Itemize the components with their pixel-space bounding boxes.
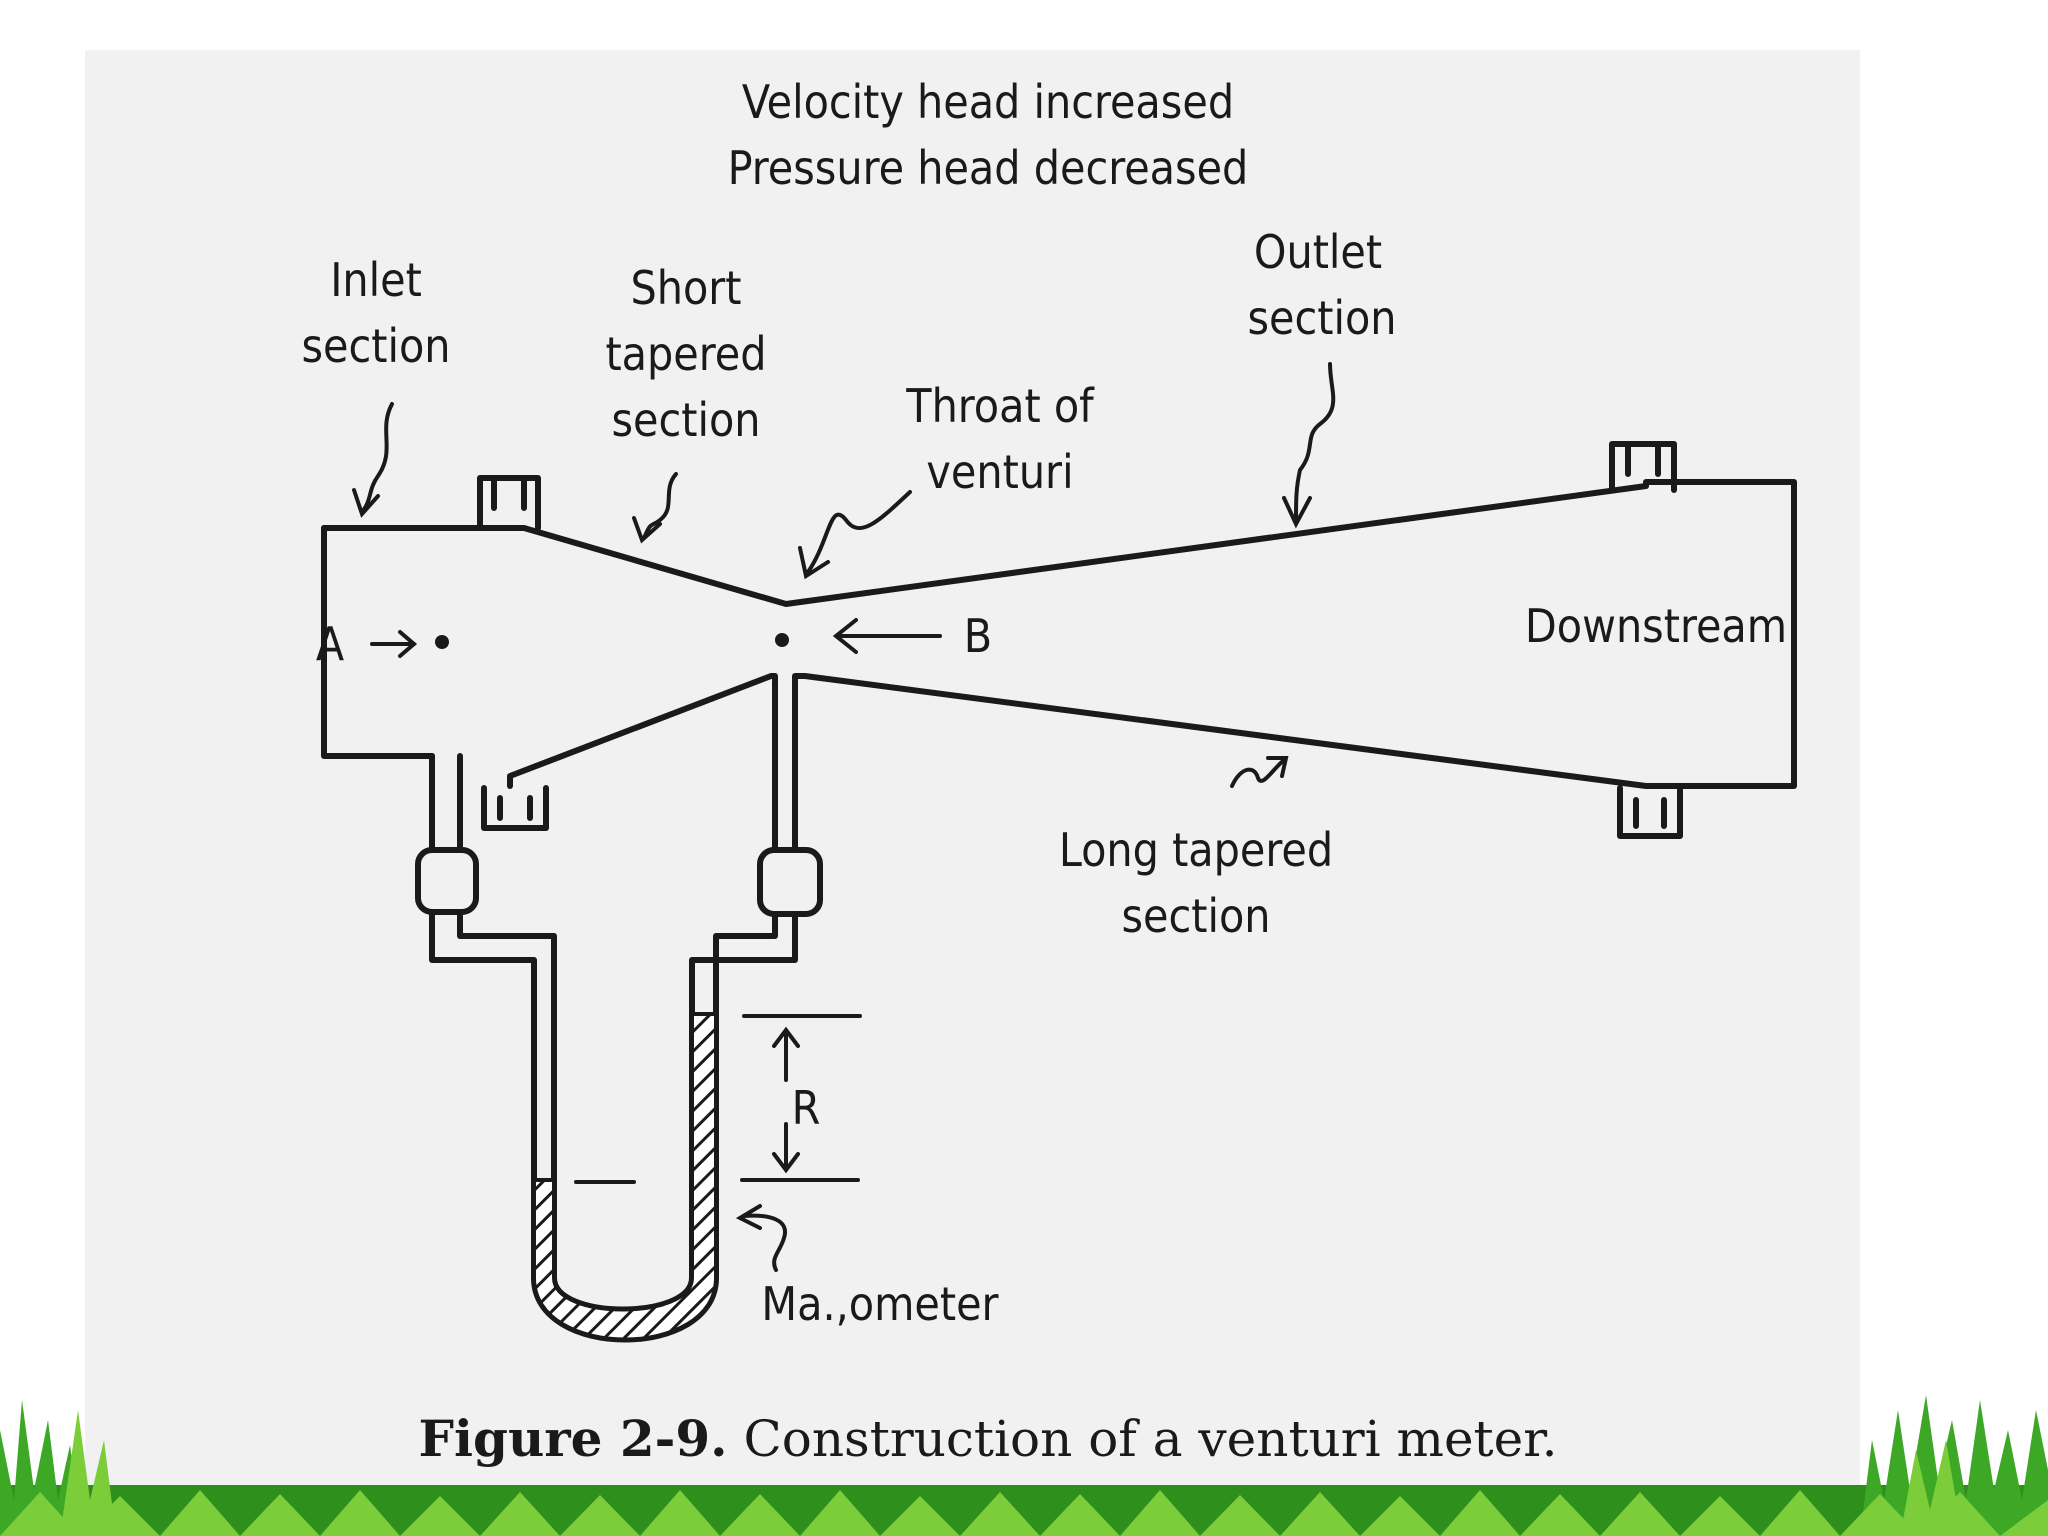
short-tapered-pointer-icon <box>632 472 678 544</box>
r-label: R <box>792 1081 821 1135</box>
throat-label-line1: Throat of <box>905 379 1095 433</box>
manometer <box>415 753 823 1343</box>
grass-decoration <box>0 1395 2048 1536</box>
manometer-pointer-icon <box>735 1204 788 1272</box>
outlet-pointer-icon <box>1282 362 1336 529</box>
figure-number: Figure 2-9. <box>418 1409 727 1468</box>
paper-background <box>85 50 1860 1485</box>
manometer-label: Ma.,ometer <box>761 1277 999 1331</box>
figure-caption: Figure 2-9. Construction of a venturi me… <box>418 1409 1557 1468</box>
long-tapered-pointer-icon <box>1230 756 1289 788</box>
short-tapered-label-line1: Short <box>630 261 741 315</box>
arrow-a-icon <box>370 630 418 658</box>
outlet-label-line2: section <box>1247 291 1396 345</box>
r-dimension <box>740 1014 862 1182</box>
velocity-label: Velocity head increased <box>742 75 1234 129</box>
long-tapered-label-line1: Long tapered <box>1059 823 1333 877</box>
downstream-label: Downstream <box>1525 599 1787 653</box>
point-b-dot <box>775 633 789 647</box>
throat-label-line2: venturi <box>926 445 1073 499</box>
pressure-label: Pressure head decreased <box>728 141 1249 195</box>
manometer-fluid <box>532 1012 718 1342</box>
point-a-dot <box>435 635 449 649</box>
long-tapered-label-line2: section <box>1121 889 1270 943</box>
short-tapered-label-line3: section <box>611 393 760 447</box>
inlet-label-line1: Inlet <box>330 253 422 307</box>
point-b-label: B <box>964 609 992 663</box>
throat-pointer-icon <box>798 490 912 580</box>
point-a-label: A <box>316 617 344 671</box>
inlet-label-line2: section <box>301 319 450 373</box>
figure-caption-text: Construction of a venturi meter. <box>744 1410 1558 1468</box>
outlet-label-line1: Outlet <box>1254 225 1382 279</box>
venturi-body <box>321 441 1797 839</box>
arrow-b-icon <box>832 618 942 654</box>
inlet-pointer-icon <box>352 402 394 518</box>
short-tapered-label-line2: tapered <box>605 327 766 381</box>
